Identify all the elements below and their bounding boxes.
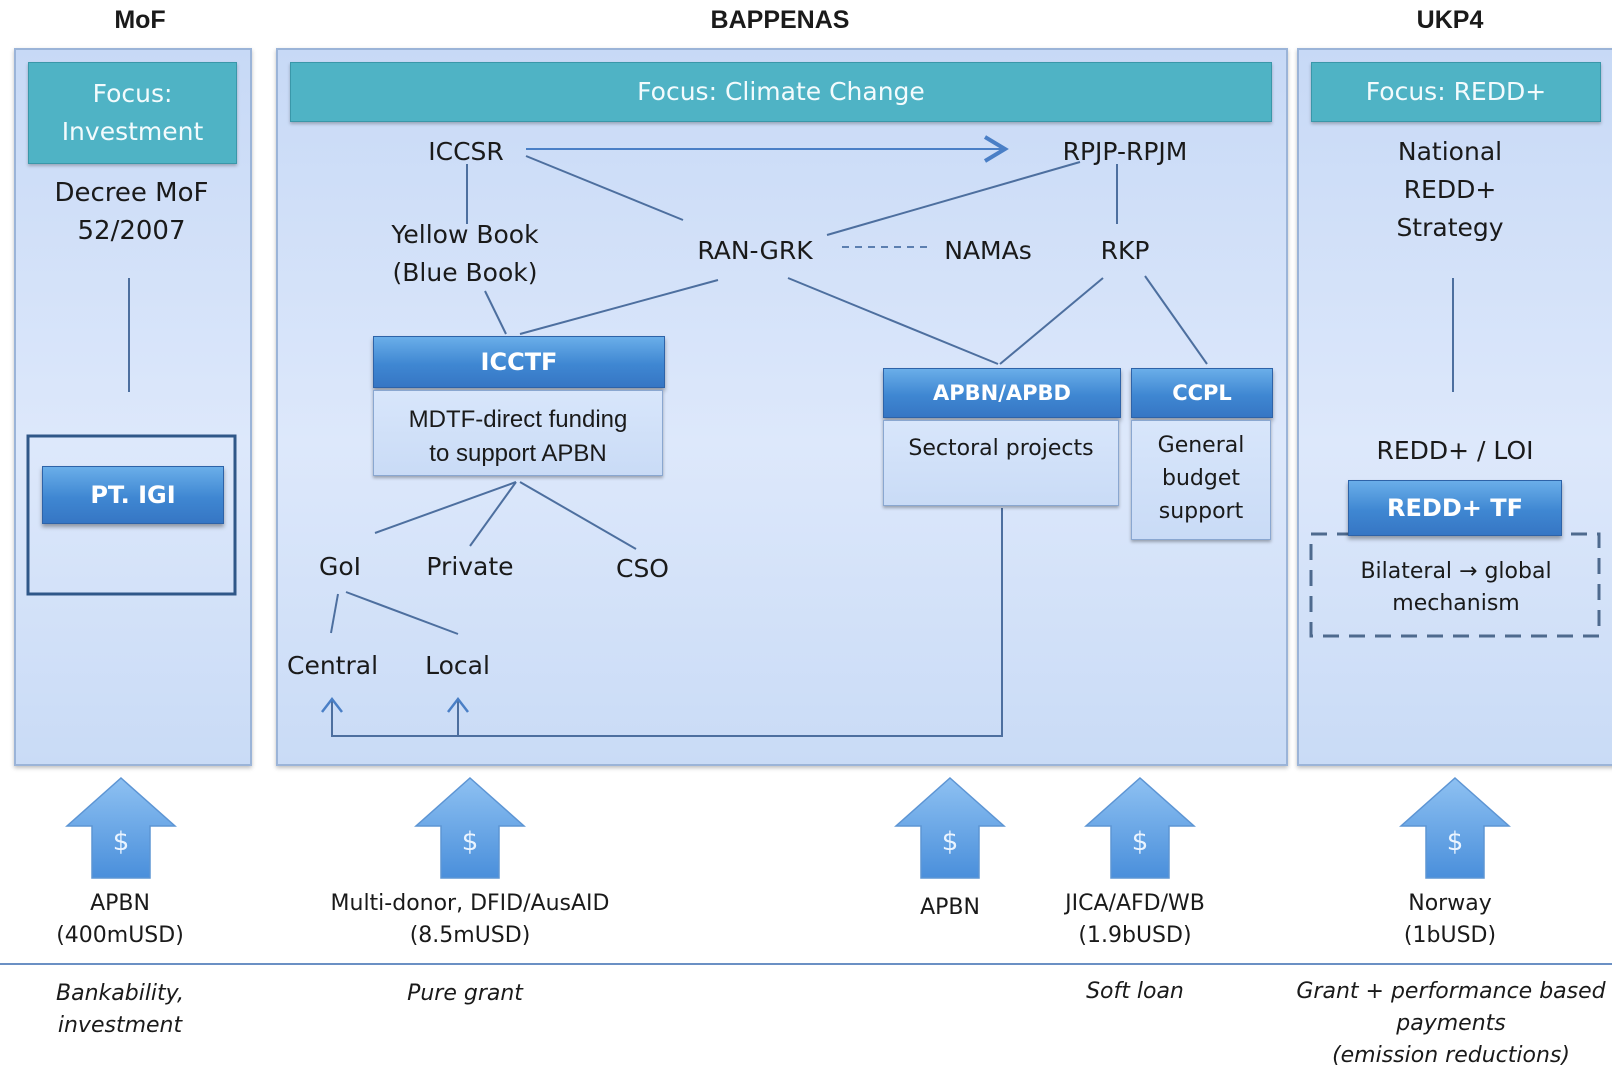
funding-label-mof: APBN (400mUSD) bbox=[56, 891, 184, 948]
dollar-sign: $ bbox=[942, 827, 959, 857]
apbn-apbd-desc: Sectoral projects bbox=[883, 420, 1119, 506]
ukp4-loi: REDD+ / LOI bbox=[1376, 436, 1534, 465]
ccpl-header: CCPL bbox=[1131, 368, 1273, 418]
mechanism-label-icctf: Pure grant bbox=[407, 981, 523, 1006]
node-private: Private bbox=[426, 552, 514, 581]
icctf-desc: MDTF-direct funding to support APBN bbox=[373, 390, 663, 476]
mof-panel bbox=[14, 48, 252, 766]
redd-tf-box: REDD+ TF bbox=[1348, 480, 1562, 536]
icctf-header: ICCTF bbox=[373, 336, 665, 388]
mof-focus-bar: Focus: Investment bbox=[28, 62, 237, 164]
ukp4-strategy: National REDD+ Strategy bbox=[1396, 137, 1504, 242]
funding-arrow-redd: $ bbox=[1399, 776, 1511, 879]
up-arrow-icon bbox=[1399, 776, 1511, 879]
node-iccsr: ICCSR bbox=[428, 137, 504, 166]
mof-decree: Decree MoF 52/2007 bbox=[54, 178, 209, 246]
pt-igi-box: PT. IGI bbox=[42, 466, 224, 524]
redd-mechanism-text: Bilateral → global mechanism bbox=[1360, 559, 1552, 616]
funding-arrow-mof: $ bbox=[65, 776, 177, 879]
dollar-sign: $ bbox=[462, 827, 479, 857]
apbn-apbd-header: APBN/APBD bbox=[883, 368, 1121, 418]
node-namas: NAMAs bbox=[944, 236, 1032, 265]
funding-label-redd: Norway (1bUSD) bbox=[1403, 891, 1497, 948]
up-arrow-icon bbox=[414, 776, 526, 879]
funding-arrow-icctf: $ bbox=[414, 776, 526, 879]
mechanism-label-ccpl: Soft loan bbox=[1086, 979, 1184, 1004]
up-arrow-icon bbox=[1084, 776, 1196, 879]
mechanism-label-redd: Grant + performance based payments (emis… bbox=[1296, 979, 1606, 1068]
funding-arrow-ccpl: $ bbox=[1084, 776, 1196, 879]
node-rkp: RKP bbox=[1100, 236, 1150, 265]
node-ran-grk: RAN-GRK bbox=[697, 236, 813, 265]
node-rpjp-rpjm: RPJP-RPJM bbox=[1062, 137, 1188, 166]
dollar-sign: $ bbox=[1132, 827, 1149, 857]
column-title-ukp4: UKP4 bbox=[1416, 6, 1484, 34]
dollar-sign: $ bbox=[113, 827, 130, 857]
funding-arrow-apbn: $ bbox=[894, 776, 1006, 879]
node-central: Central bbox=[286, 651, 379, 680]
apbn-return-line bbox=[331, 508, 1003, 737]
funding-label-ccpl: JICA/AFD/WB (1.9bUSD) bbox=[1065, 891, 1205, 948]
funding-label-apbn: APBN bbox=[920, 895, 980, 920]
ccpl-desc: General budget support bbox=[1131, 420, 1271, 540]
mof-inner-box bbox=[26, 434, 237, 596]
bappenas-focus-bar: Focus: Climate Change bbox=[290, 62, 1272, 122]
column-title-mof: MoF bbox=[114, 6, 166, 34]
ukp4-focus-bar: Focus: REDD+ bbox=[1311, 62, 1601, 122]
dollar-sign: $ bbox=[1447, 827, 1464, 857]
node-goi: GoI bbox=[318, 552, 362, 581]
node-local: Local bbox=[425, 651, 490, 680]
column-title-bappenas: BAPPENAS bbox=[710, 6, 850, 34]
up-arrow-icon bbox=[65, 776, 177, 879]
ukp4-panel bbox=[1297, 48, 1612, 766]
mechanism-label-mof: Bankability, investment bbox=[56, 981, 184, 1038]
funding-label-icctf: Multi-donor, DFID/AusAID (8.5mUSD) bbox=[330, 891, 610, 948]
node-cso: CSO bbox=[615, 554, 669, 583]
up-arrow-icon bbox=[894, 776, 1006, 879]
node-yellow-book: Yellow Book (Blue Book) bbox=[391, 220, 539, 287]
